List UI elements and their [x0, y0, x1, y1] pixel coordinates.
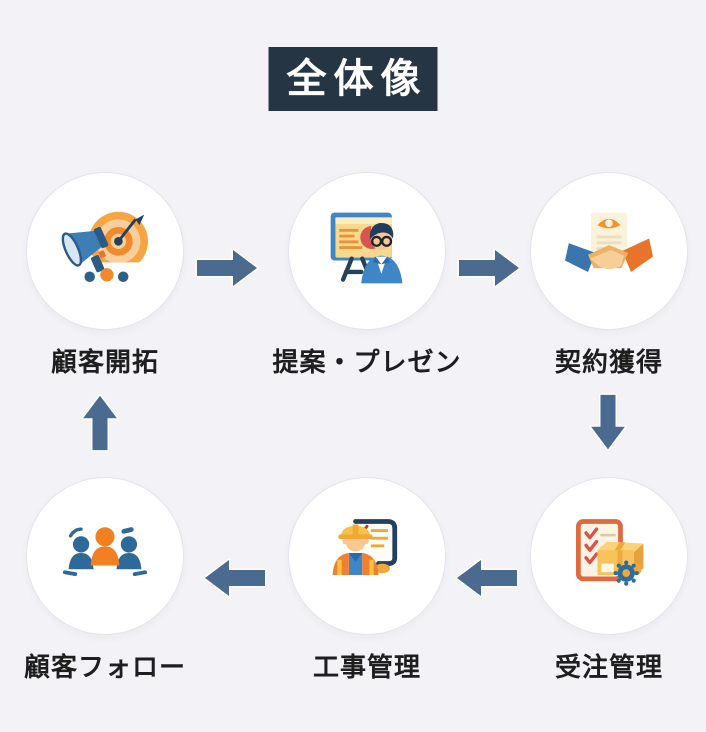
page-title-text: 全体像	[286, 57, 428, 101]
people-meeting-icon	[57, 510, 153, 603]
arrow-right-icon	[195, 246, 259, 290]
arrow-left-icon	[203, 556, 267, 600]
megaphone-target-icon	[57, 205, 153, 298]
construction-worker-icon	[319, 510, 415, 603]
page-title: 全体像	[268, 47, 438, 111]
node-label: 受注管理	[554, 652, 664, 682]
node-label: 工事管理	[312, 652, 422, 682]
node-customer-follow: 顧客フォロー	[23, 477, 187, 684]
node-circle	[26, 477, 184, 635]
node-circle	[288, 172, 446, 330]
node-label: 提案・プレゼン	[272, 347, 462, 377]
node-label: 顧客開拓	[50, 347, 160, 377]
arrow-left-icon	[455, 556, 519, 600]
node-circle	[530, 172, 688, 330]
node-customer-prospecting: 顧客開拓	[26, 172, 184, 379]
arrow-right-icon	[457, 246, 521, 290]
arrow-down-icon	[585, 393, 631, 453]
node-label: 顧客フォロー	[23, 652, 187, 682]
presentation-icon	[319, 205, 415, 298]
node-order-management: 受注管理	[530, 477, 688, 684]
handshake-contract-icon	[561, 205, 657, 298]
node-label: 契約獲得	[554, 347, 664, 377]
order-checklist-box-icon	[561, 510, 657, 603]
node-circle	[530, 477, 688, 635]
node-construction-management: 工事管理	[288, 477, 446, 684]
arrow-up-icon	[77, 392, 123, 452]
node-circle	[26, 172, 184, 330]
node-contract-acquisition: 契約獲得	[530, 172, 688, 379]
node-proposal-presentation: 提案・プレゼン	[272, 172, 461, 379]
node-circle	[288, 477, 446, 635]
